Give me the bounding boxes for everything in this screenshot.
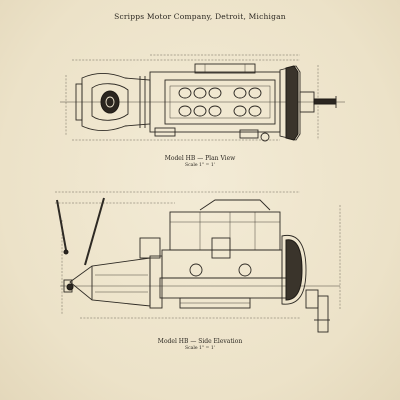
- sheet-title: Scripps Motor Company, Detroit, Michigan: [114, 12, 286, 21]
- elevation-control-levers: [56, 197, 105, 266]
- plan-view-title: Model HB — Plan View: [164, 155, 236, 162]
- plan-timing-gear-case: [279, 65, 337, 141]
- side-elevation-drawing: [55, 191, 341, 333]
- plan-gear-hub: [100, 90, 120, 114]
- plan-view-drawing: ​: [60, 54, 345, 142]
- elevation-caption: Model HB — Side Elevation Scale 1" = 1': [0, 338, 400, 351]
- elevation-engine-block: [139, 199, 287, 309]
- plan-engine-block: [149, 63, 281, 142]
- plan-view-caption: Model HB — Plan View Scale 1" = 1': [0, 155, 400, 168]
- plan-cylinder-ports: [178, 87, 262, 117]
- elevation-scale: Scale 1" = 1': [184, 346, 216, 351]
- elevation-title: Model HB — Side Elevation: [157, 338, 243, 345]
- cylinder-head: [169, 211, 281, 251]
- elevation-flywheel-case: [281, 234, 330, 333]
- plan-view-scale: Scale 1" = 1': [184, 163, 216, 168]
- elevation-reverse-gear-housing: [63, 255, 163, 309]
